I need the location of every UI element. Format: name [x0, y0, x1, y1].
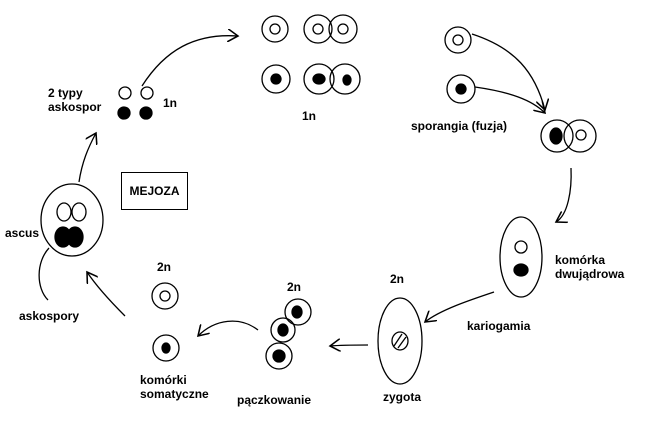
label-mejoza: MEJOZA [129, 184, 180, 198]
label-komorka-dwujadrowa: komórka dwujądrowa [555, 253, 625, 281]
budding-cells [265, 298, 312, 370]
askospory-pointer-line [38, 247, 50, 301]
label-kariogamia: kariogamia [467, 319, 531, 333]
label-paczkowanie: pączkowanie [237, 393, 312, 407]
arrow-binucleate-to-zygote [425, 291, 495, 322]
arrow-budding-to-somatic [198, 320, 259, 336]
label-ascus: ascus [5, 226, 40, 240]
binucleate-cell [499, 216, 543, 298]
somatic-cell-dark [152, 334, 180, 362]
mejoza-box: MEJOZA [121, 172, 188, 210]
label-zygota: zygota [383, 390, 422, 404]
arrow-ascus-to-ascospores [78, 133, 96, 183]
arrow-zygote-to-budding [330, 345, 369, 346]
ascospore-light-2 [140, 86, 154, 100]
haploid-cell-dark-1 [261, 64, 291, 94]
haploid-cell-light-1 [261, 15, 289, 43]
label-askospory: askospory [19, 309, 80, 323]
fusion-cell-pair [540, 119, 597, 153]
label-1n-top: 1n [302, 109, 317, 123]
zygote-cell [377, 297, 423, 385]
label-two-types: 2 typy askospor [48, 86, 102, 114]
sporangia-cell-light [444, 26, 472, 54]
haploid-cell-light-pair [303, 14, 358, 44]
label-komorki-somatyczne: komórki somatyczne [140, 373, 209, 401]
arrow-ascospores-to-haploid [141, 36, 238, 87]
haploid-cell-dark-pair [303, 63, 361, 95]
somatic-cell-light [151, 282, 179, 310]
ascospore-dark-1 [117, 106, 131, 120]
arrow-dark-to-fusion [474, 86, 545, 113]
label-2n-zygota: 2n [390, 272, 405, 286]
arrow-light-to-fusion [471, 33, 545, 110]
ascospore-light-1 [118, 86, 132, 100]
label-2n-somatic: 2n [157, 260, 172, 274]
arrow-fusion-to-binucleate [556, 167, 572, 222]
arrow-somatic-to-ascus [87, 272, 126, 317]
label-sporangia: sporangia (fuzja) [411, 119, 508, 133]
label-1n-left: 1n [163, 96, 178, 110]
ascospore-dark-2 [139, 106, 153, 120]
sporangia-cell-dark [446, 74, 476, 104]
label-2n-paczkowanie: 2n [287, 280, 302, 294]
ascus-cell [40, 183, 104, 257]
